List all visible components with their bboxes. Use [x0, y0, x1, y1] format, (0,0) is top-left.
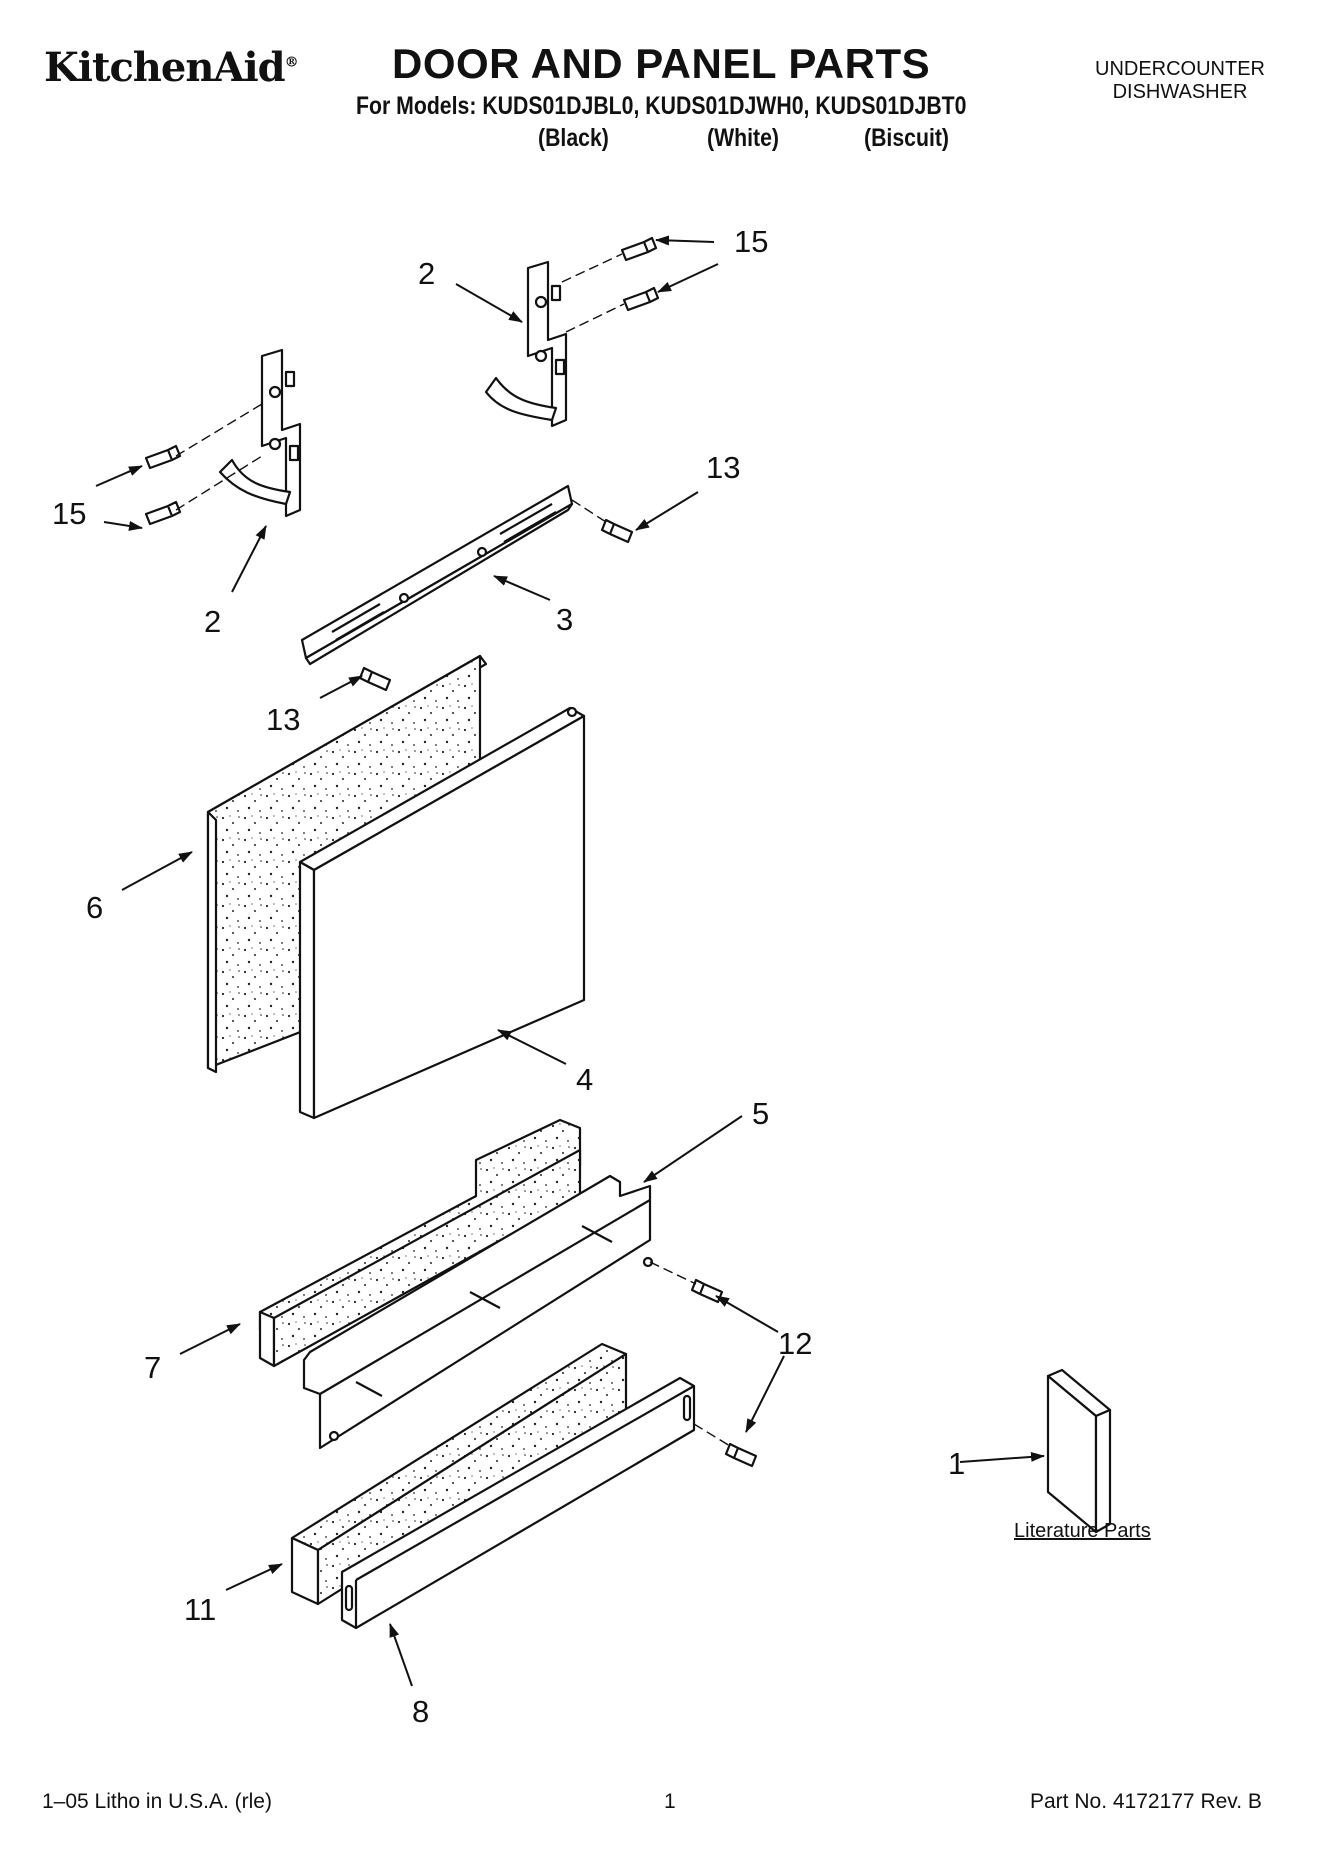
callout-15-upper: 15 [734, 224, 769, 259]
variant-black: (Black) [538, 124, 609, 152]
callout-12: 12 [778, 1326, 813, 1361]
toe-panel-bracket [302, 1174, 654, 1450]
door-panel [298, 706, 586, 1120]
product-type: UNDERCOUNTER DISHWASHER [1095, 58, 1265, 104]
page-number: 1 [664, 1790, 676, 1813]
brand-logo: KitchenAid® [44, 44, 299, 91]
callout-15-lower: 15 [52, 496, 87, 531]
footer-print-info: 1–05 Litho in U.S.A. (rle) [42, 1790, 272, 1813]
callout-2-upper: 2 [418, 256, 436, 291]
page-title: DOOR AND PANEL PARTS [392, 40, 931, 87]
door-rail [300, 484, 574, 666]
callout-7: 7 [144, 1350, 162, 1385]
alignment-lines [175, 253, 731, 1447]
callout-2-lower: 2 [204, 604, 222, 639]
lower-insulation-strip [258, 1118, 582, 1368]
product-line-2: DISHWASHER [1112, 81, 1248, 103]
callout-8: 8 [412, 1694, 430, 1729]
callout-13-upper: 13 [706, 450, 741, 485]
variant-white: (White) [707, 124, 779, 152]
hinge-bracket-upper [484, 260, 568, 428]
callout-1: 1 [948, 1446, 966, 1481]
literature-booklet [1046, 1368, 1112, 1534]
callout-6: 6 [86, 890, 104, 925]
screws [144, 236, 758, 1468]
part-number: Part No. 4172177 Rev. B [1030, 1790, 1262, 1813]
callout-5: 5 [752, 1096, 770, 1131]
product-line-1: UNDERCOUNTER [1095, 58, 1265, 80]
literature-parts-label: Literature Parts [1014, 1520, 1151, 1542]
callout-3: 3 [556, 602, 574, 637]
callout-4: 4 [576, 1062, 594, 1097]
callout-13-lower: 13 [266, 702, 301, 737]
brand-name: KitchenAid [44, 44, 286, 91]
callout-11: 11 [184, 1592, 217, 1627]
leader-arrows [95, 235, 1045, 1687]
toe-plate [340, 1376, 696, 1630]
registered-mark: ® [284, 54, 299, 71]
variant-biscuit: (Biscuit) [864, 124, 949, 152]
hinge-bracket-lower [218, 348, 302, 518]
models-line: For Models: KUDS01DJBL0, KUDS01DJWH0, KU… [356, 92, 967, 120]
